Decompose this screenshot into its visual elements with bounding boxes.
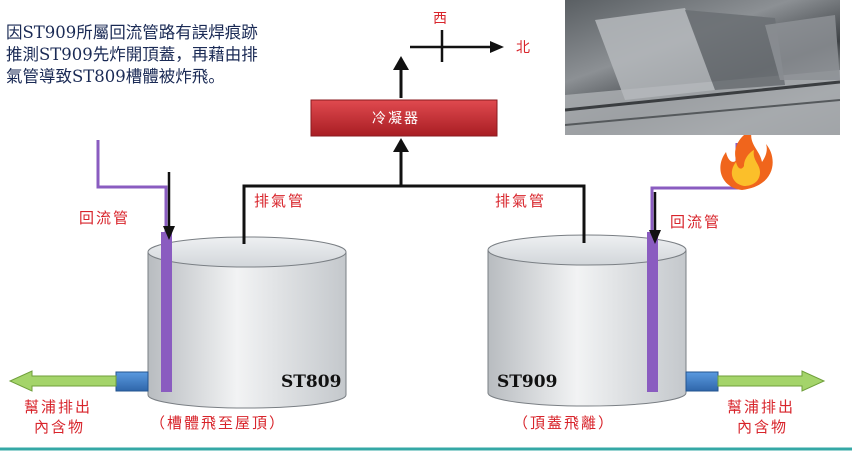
outflow-arrow-left bbox=[8, 370, 117, 392]
pump-label-right-line2: 內含物 bbox=[737, 418, 789, 436]
pump-label-right-line1: 幫浦排出 bbox=[727, 398, 796, 416]
pump-label-left-line1: 幫浦排出 bbox=[24, 398, 93, 416]
pump-block-left bbox=[115, 371, 149, 392]
fire-icon bbox=[720, 130, 773, 190]
pump-block-right bbox=[685, 371, 719, 392]
condenser-box bbox=[310, 99, 498, 137]
vent-pipe-label-left: 排氣管 bbox=[254, 192, 306, 210]
compass-west-label: 西 bbox=[433, 11, 449, 27]
compass-north-label: 北 bbox=[516, 40, 532, 56]
incident-photo bbox=[565, 0, 840, 135]
note-line: 氣管導致ST809槽體被炸飛。 bbox=[6, 67, 225, 86]
return-pipe-label-left: 回流管 bbox=[79, 209, 131, 227]
tank-name-st909: ST909 bbox=[497, 372, 558, 392]
tank-caption-st909: （頂蓋飛離） bbox=[513, 414, 616, 432]
pump-label-right: 幫浦排出 內含物 bbox=[727, 397, 795, 437]
return-pipe-left bbox=[96, 140, 172, 392]
explanation-note: 因ST909所屬回流管路有誤焊痕跡 推測ST909先炸開頂蓋，再藉由排 氣管導致… bbox=[6, 22, 258, 88]
tank-st809 bbox=[147, 236, 347, 409]
note-line: 因ST909所屬回流管路有誤焊痕跡 bbox=[6, 23, 258, 42]
condenser-outlet-arrowhead bbox=[393, 56, 409, 70]
pump-label-left: 幫浦排出 內含物 bbox=[24, 397, 92, 437]
tank-st909 bbox=[487, 234, 687, 407]
vent-up-arrowhead bbox=[393, 138, 409, 152]
vent-piping bbox=[242, 150, 586, 244]
photo-detail bbox=[565, 8, 840, 135]
note-line: 推測ST909先炸開頂蓋，再藉由排 bbox=[6, 45, 258, 64]
condenser-label: 冷凝器 bbox=[372, 111, 420, 127]
compass-icon bbox=[410, 30, 504, 62]
tank-name-st809: ST809 bbox=[281, 372, 342, 392]
vent-pipe-label-right: 排氣管 bbox=[495, 192, 547, 210]
return-flow-arrow-right bbox=[649, 192, 661, 244]
return-pipe-label-right: 回流管 bbox=[670, 213, 722, 231]
tank-caption-st809: （槽體飛至屋頂） bbox=[150, 414, 287, 432]
return-flow-arrow-left bbox=[163, 172, 175, 240]
pump-label-left-line2: 內含物 bbox=[34, 418, 86, 436]
outflow-arrow-right bbox=[717, 370, 826, 392]
